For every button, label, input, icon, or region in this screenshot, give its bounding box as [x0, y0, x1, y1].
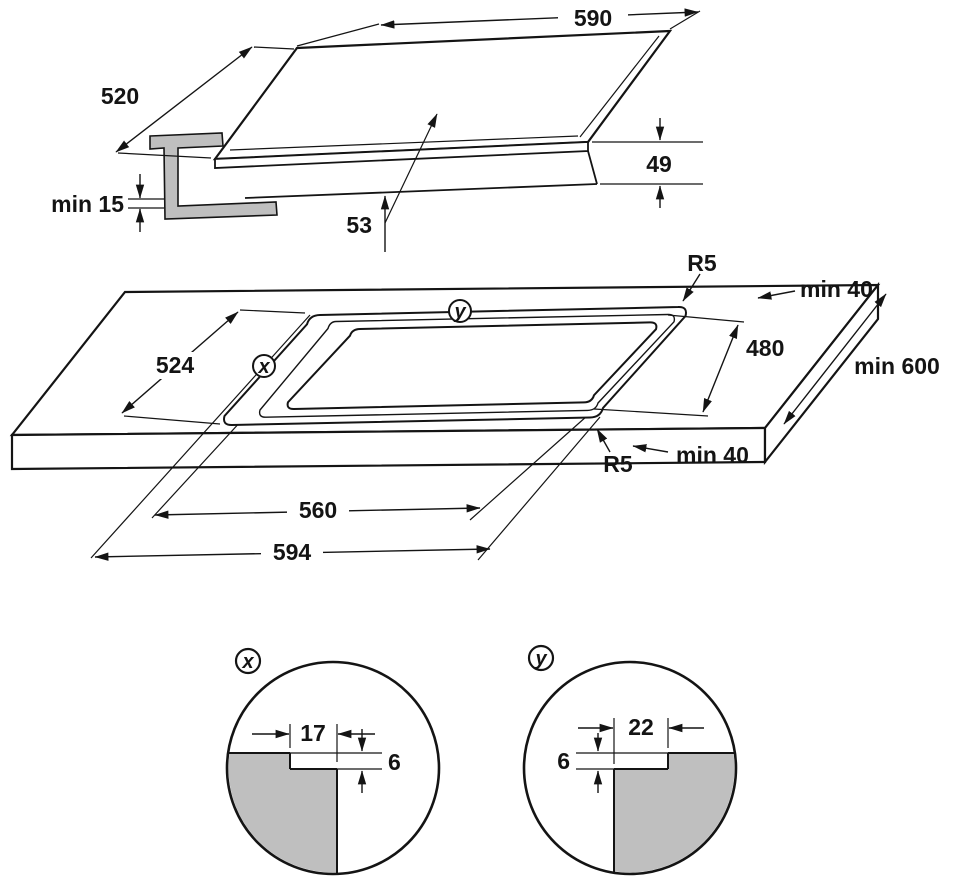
- marker-x-circle: [234, 647, 262, 675]
- width-label: 590: [574, 5, 612, 31]
- extension-line: [123, 415, 221, 425]
- dimension-53: 53: [346, 113, 438, 252]
- extension-line: [253, 46, 295, 50]
- height-body-label: 53: [346, 212, 372, 238]
- cutout-width-label: 560: [299, 497, 337, 523]
- cutout-depth-label: 480: [746, 335, 784, 361]
- extension-line: [239, 309, 306, 314]
- dimension-min600: min 600: [783, 293, 940, 425]
- worktop-front-face: [10, 426, 767, 471]
- depth-label: 520: [101, 83, 139, 109]
- detail-marker-x: x: [252, 354, 276, 378]
- radius-top-label: R5: [687, 250, 717, 276]
- extension-line-left-outer: [90, 314, 311, 559]
- hob-body-bottom-edge: [244, 183, 598, 199]
- clearance-top-label: min 40: [800, 276, 873, 302]
- dimension-22: 22: [578, 714, 704, 764]
- extension-line: [117, 152, 212, 159]
- extension-line-right-outer: [477, 416, 601, 561]
- label-backing: [261, 539, 323, 565]
- detail-view-x: 17 6 x: [225, 647, 441, 876]
- marker-y-label: y: [534, 648, 547, 670]
- dimension-560: 560: [154, 497, 481, 523]
- leader-line: [757, 290, 796, 300]
- dimension-49: 49: [592, 118, 703, 208]
- recess-depth-label: 524: [156, 352, 195, 378]
- dimension-524: 524: [121, 309, 306, 425]
- dimension-line: [702, 324, 739, 413]
- dimension-line: [380, 8, 699, 29]
- dimension-480: 480: [593, 314, 784, 417]
- step-width-label: 17: [300, 720, 326, 746]
- cutout-opening-outline: [286, 321, 658, 411]
- dimension-594: 594: [94, 539, 491, 565]
- detail-marker-y: y: [448, 299, 472, 323]
- clearance-bottom-label: min 40: [676, 442, 749, 468]
- label-backing: [287, 497, 349, 523]
- dimension-r5-bottom: R5: [596, 428, 633, 477]
- worktop-depth-label: min 600: [854, 353, 940, 379]
- marker-x-label: x: [257, 356, 270, 378]
- hob-body-right-edge: [587, 150, 598, 185]
- detail-view-y: 22 6 y: [522, 644, 738, 876]
- worktop-cutout-view: 524 480 min 600 min 40 R5 min 40 R5: [9, 250, 940, 565]
- detail-y-tag: y: [527, 644, 555, 672]
- dimension-590: 590: [296, 4, 701, 47]
- marker-y-circle: [527, 644, 555, 672]
- step-depth-label: 6: [557, 748, 570, 774]
- marker-y-label: y: [453, 301, 466, 323]
- extension-line-right-inner: [469, 407, 597, 521]
- leader-line: [596, 428, 611, 453]
- dimension-min15: min 15: [51, 174, 164, 232]
- dimension-520: 520: [101, 46, 295, 159]
- marker-y-circle: [448, 299, 472, 323]
- dimension-6-x: 6: [290, 729, 401, 793]
- dimension-6-y: 6: [557, 733, 668, 793]
- clearance-label: min 15: [51, 191, 124, 217]
- dimension-min40-top: min 40: [757, 276, 873, 302]
- step-width-label: 22: [628, 714, 654, 740]
- glass-bevel-right-line: [579, 35, 660, 138]
- dimension-min40-bottom: min 40: [632, 442, 749, 468]
- marker-x-circle: [252, 354, 276, 378]
- extension-line: [296, 23, 380, 47]
- hob-side-view: 590 520 min 15 53 49: [51, 4, 703, 252]
- label-backing: [146, 352, 204, 379]
- detail-x-tag: x: [234, 647, 262, 675]
- leader-line: [682, 273, 701, 302]
- dimension-line: [115, 46, 253, 153]
- leader-line: [384, 113, 438, 224]
- label-backing: [558, 4, 628, 30]
- detail-y-material: [614, 753, 735, 873]
- leader-line: [632, 444, 669, 453]
- height-total-label: 49: [646, 151, 672, 177]
- extension-line: [593, 408, 709, 417]
- step-depth-label: 6: [388, 749, 401, 775]
- radius-bottom-label: R5: [603, 451, 633, 477]
- extension-line: [669, 10, 701, 30]
- marker-x-label: x: [241, 651, 254, 673]
- cutout-ledge-line: [258, 313, 676, 418]
- dimension-17: 17: [252, 720, 375, 762]
- hob-glass-top: [212, 29, 673, 161]
- dimension-line: [783, 293, 887, 425]
- extension-line: [667, 314, 745, 323]
- dimension-r5-top: R5: [682, 250, 717, 302]
- glass-bevel-front-line: [229, 135, 579, 151]
- recess-width-label: 594: [273, 539, 312, 565]
